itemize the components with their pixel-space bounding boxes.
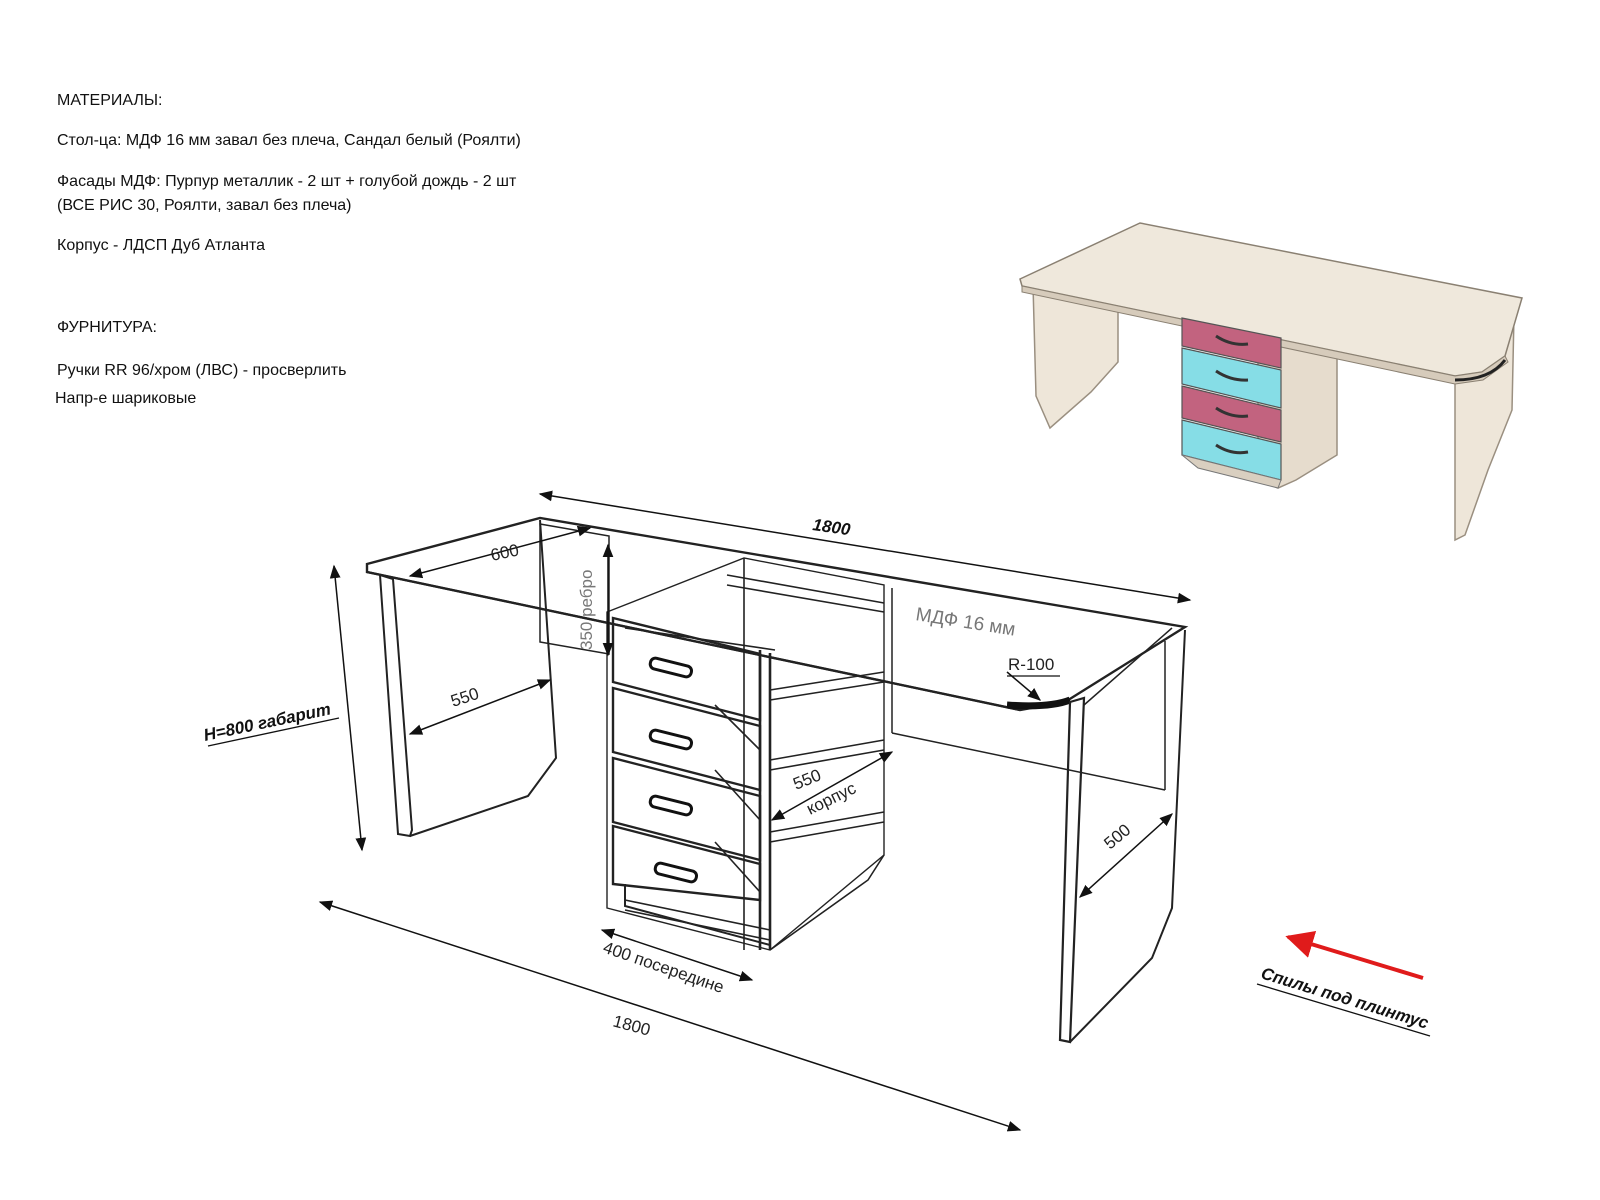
dim-line-depth [408, 525, 592, 579]
materials-heading: МАТЕРИАЛЫ: [57, 92, 163, 109]
drawer-front-1 [611, 616, 762, 722]
dim-line-top-length [538, 490, 1192, 604]
materials-body: Корпус - ЛДСП Дуб Атланта [57, 237, 266, 254]
preview-handle-icon [1215, 369, 1249, 382]
dimension-labels: 1800 600 350 ребро МДФ 16 мм R-100 550 H… [202, 515, 1431, 1040]
label-cabinet-depth: 550 [790, 765, 823, 793]
handle-icon [648, 794, 694, 817]
dim-line-cabinet-depth [770, 751, 894, 821]
hardware-slides: Напр-е шариковые [55, 390, 197, 407]
materials-facades-line2: (ВСЕ РИС 30, Роялти, завал без плеча) [57, 197, 352, 214]
dim-line-height [329, 564, 367, 852]
dim-line-bottom-length [318, 900, 1022, 1132]
label-right-leg: 500 [1100, 820, 1134, 853]
wireframe-desk [365, 516, 1189, 1044]
label-radius: R-100 [1008, 655, 1054, 674]
drawer-front-4 [611, 824, 762, 902]
label-bottom-length: 1800 [611, 1012, 652, 1040]
label-height: H=800 габарит [202, 699, 333, 745]
hardware-heading: ФУРНИТУРА: [57, 319, 157, 336]
preview-handle-icon [1215, 406, 1249, 418]
hardware-handles: Ручки RR 96/хром (ЛВС) - просверлить [57, 362, 347, 379]
drawer-handles [648, 656, 699, 884]
label-leg-width: 550 [448, 684, 481, 711]
label-rib: 350 ребро [577, 570, 596, 650]
dim-line-right-leg [1078, 813, 1174, 898]
radius-corner [1006, 696, 1072, 710]
preview-tabletop-edge [1021, 285, 1509, 385]
label-top-length: 1800 [811, 515, 852, 539]
dim-line-leg [408, 679, 552, 735]
back-rib [539, 523, 610, 655]
label-mdf: МДФ 16 мм [914, 604, 1017, 640]
label-cabinet-width: 400 посередине [601, 938, 727, 997]
preview-render [1019, 222, 1523, 542]
materials-tabletop: Стол-ца: МДФ 16 мм завал без плеча, Санд… [57, 132, 521, 149]
drawer-front-3 [611, 756, 762, 862]
drawer-cabinet [606, 557, 885, 951]
drawer-front-2 [611, 686, 762, 792]
dimension-lines [318, 490, 1192, 1132]
handle-icon [653, 861, 699, 884]
label-depth: 600 [489, 540, 521, 564]
preview-handle-icon [1215, 443, 1249, 455]
dim-line-radius [1006, 671, 1042, 701]
handle-icon [648, 656, 694, 679]
right-leg [1058, 696, 1086, 1044]
preview-handle-icon [1215, 334, 1249, 346]
materials-facades-line1: Фасады МДФ: Пурпур металлик - 2 шт + гол… [57, 173, 517, 190]
left-leg [378, 573, 414, 838]
skirting-arrow-icon [1285, 930, 1424, 980]
handle-icon [648, 728, 694, 751]
